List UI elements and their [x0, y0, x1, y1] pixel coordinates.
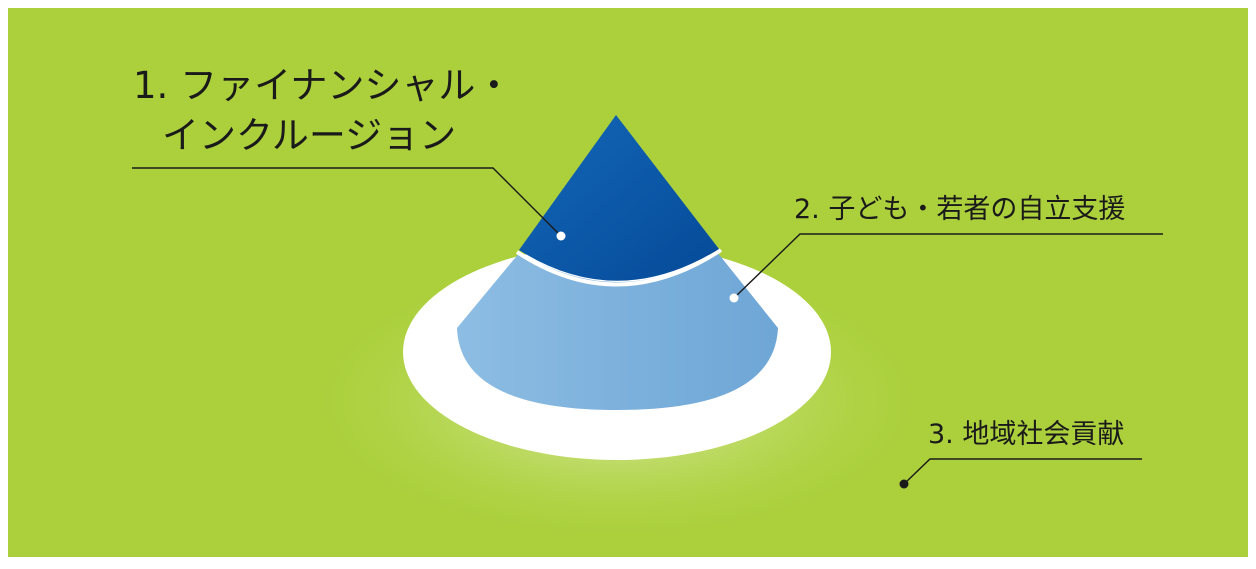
tier-2-label: 2. 子ども・若者の自立支援: [794, 194, 1126, 225]
connector-dot-tier-1: [556, 231, 566, 241]
connector-tier-2: [733, 233, 1163, 299]
tier-2-band: [457, 252, 778, 410]
tier-1-cone: [519, 115, 719, 281]
connector-dot-tier-2: [729, 293, 739, 303]
connector-dot-tier-3: [899, 479, 909, 489]
tier-1-label-line-1: 1. ファイナンシャル・: [133, 64, 513, 107]
connector-tier-1: [132, 167, 562, 237]
connector-tier-3: [903, 458, 1142, 485]
tier-1-label-line-2: インクルージョン: [162, 114, 457, 157]
tier-3-label: 3. 地域社会貢献: [928, 419, 1125, 450]
tier-separator: [515, 248, 723, 287]
